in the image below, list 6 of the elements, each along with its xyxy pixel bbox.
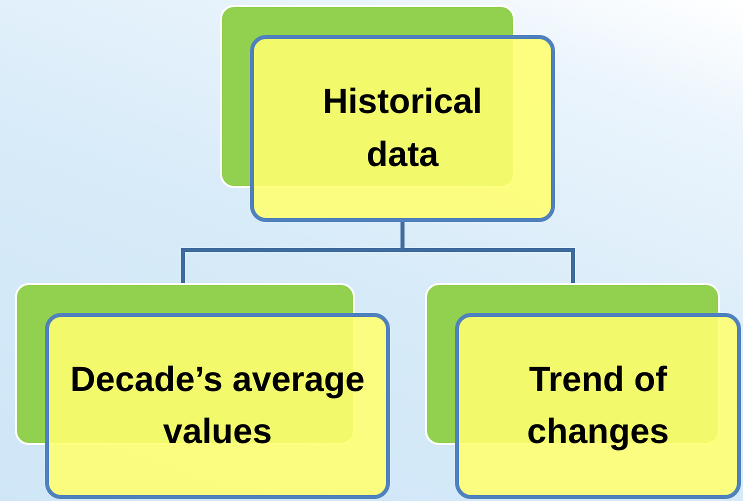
stacked-box bbox=[220, 5, 555, 222]
stacked-box bbox=[425, 283, 741, 499]
box-label: Trend of changes bbox=[526, 358, 670, 453]
box-label: Historical data bbox=[322, 81, 484, 176]
box-label: Decade’s average values bbox=[69, 358, 366, 453]
stacked-box bbox=[15, 283, 390, 499]
